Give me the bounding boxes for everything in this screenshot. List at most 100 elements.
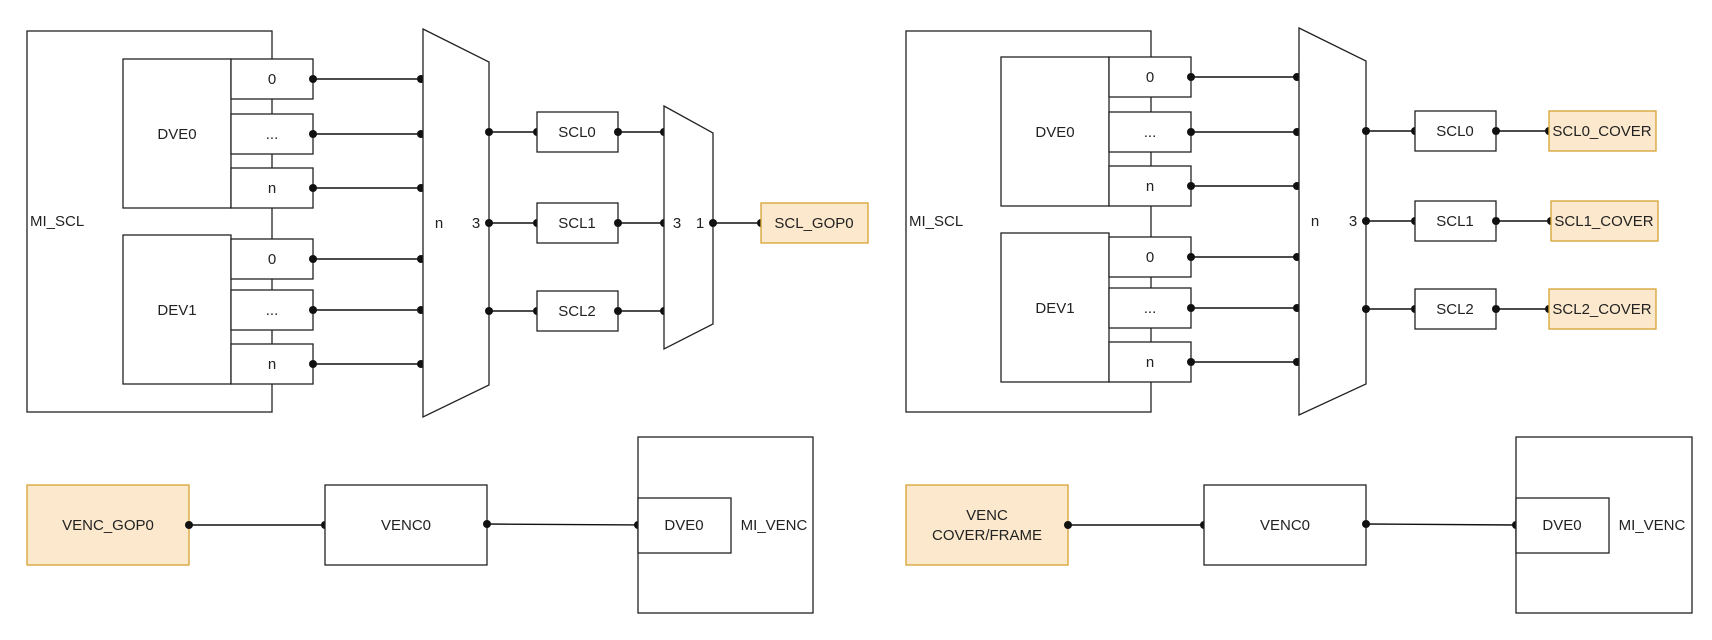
junction-dot (309, 130, 317, 138)
output-scl1-cover (1550, 200, 1659, 242)
port-box (1108, 287, 1192, 329)
junction-dot (1492, 217, 1500, 225)
junction-dot (309, 360, 317, 368)
port-label: 0 (1146, 69, 1154, 86)
scaler-scl2 (536, 290, 619, 332)
junction-dot (1362, 217, 1370, 225)
output-scl0-cover (1548, 110, 1657, 152)
port-label: ... (1144, 300, 1157, 317)
mux-in-label: n (435, 215, 443, 232)
group-dev1-label: DEV1 (1035, 300, 1074, 317)
junction-dot (614, 128, 622, 136)
junction-dot (1362, 127, 1370, 135)
port-box (1108, 56, 1192, 98)
port-label: n (268, 356, 276, 373)
wire (1365, 523, 1517, 526)
port-label: n (268, 180, 276, 197)
scaler-label: SCL1 (1436, 213, 1474, 230)
junction-dot (1187, 182, 1195, 190)
junction-dot (309, 75, 317, 83)
junction-dot (614, 307, 622, 315)
junction-dot (1187, 253, 1195, 261)
mux-trapezoid (1298, 26, 1367, 417)
port-label: ... (266, 126, 279, 143)
encoder-label: VENC0 (381, 517, 431, 534)
group-dev1-box (122, 234, 232, 385)
source-venc-gop0 (26, 484, 190, 566)
junction-dot (1187, 358, 1195, 366)
scaler-label: SCL2 (558, 303, 596, 320)
junction-dot (1064, 521, 1072, 529)
scaler-scl0 (1414, 110, 1497, 152)
port-box (230, 289, 314, 331)
junction-dot (1492, 127, 1500, 135)
port-box (230, 238, 314, 280)
junction-dot (1187, 128, 1195, 136)
port-label: ... (1144, 124, 1157, 141)
junction-dot (185, 521, 193, 529)
mux-out-label: 3 (1349, 213, 1357, 230)
encoder-venc0 (324, 484, 488, 566)
junction-dot (483, 520, 491, 528)
sink-inner-label: DVE0 (1542, 517, 1581, 534)
port-label: n (1146, 354, 1154, 371)
mi-venc-label: MI_VENC (741, 517, 808, 534)
port-label: 0 (1146, 249, 1154, 266)
sink-dve0-box (1515, 497, 1610, 554)
junction-dot (485, 219, 493, 227)
encoder-label: VENC0 (1260, 517, 1310, 534)
sink-dve0-box (637, 497, 732, 554)
port-box (230, 167, 314, 209)
group-dve0-label: DVE0 (1035, 124, 1074, 141)
mux-in-label: n (1311, 213, 1319, 230)
junction-dot (709, 219, 717, 227)
scaler-scl2 (1414, 288, 1497, 330)
port-label: 0 (268, 71, 276, 88)
mi-scl-label: MI_SCL (30, 213, 84, 230)
junction-dot (1187, 73, 1195, 81)
scaler-label: SCL0 (1436, 123, 1474, 140)
scaler-scl1 (1414, 200, 1497, 242)
port-label: n (1146, 178, 1154, 195)
port-box (1108, 111, 1192, 153)
group-dve0-box (122, 58, 232, 209)
diagram-right: MI_SCL DVE0 0 ... n DEV1 0 ... n (905, 26, 1693, 614)
scaler-label: SCL1 (558, 215, 596, 232)
port-box (230, 58, 314, 100)
scaler-scl1 (536, 202, 619, 244)
output-label: SCL_GOP0 (774, 215, 853, 232)
output-label: SCL0_COVER (1552, 123, 1651, 140)
port-box (230, 343, 314, 385)
mux-trapezoid (422, 27, 490, 419)
port-label: 0 (268, 251, 276, 268)
source-venc-cover-frame (905, 484, 1069, 566)
port-box (1108, 341, 1192, 383)
mi-venc-label: MI_VENC (1619, 517, 1686, 534)
junction-dot (1492, 305, 1500, 313)
diagram-left: MI_SCL DVE0 0 ... n DEV1 0 ... n (26, 27, 869, 614)
wire (486, 523, 639, 526)
junction-dot (1362, 520, 1370, 528)
sink-inner-label: DVE0 (664, 517, 703, 534)
source-label: VENC_GOP0 (62, 517, 154, 534)
group-dev1-label: DEV1 (157, 302, 196, 319)
scaler-label: SCL2 (1436, 301, 1474, 318)
merge-out-label: 1 (696, 215, 704, 232)
output-label: SCL2_COVER (1552, 301, 1651, 318)
junction-dot (614, 219, 622, 227)
junction-dot (309, 184, 317, 192)
mi-scl-label: MI_SCL (909, 213, 963, 230)
port-box (1108, 165, 1192, 207)
scaler-label: SCL0 (558, 124, 596, 141)
port-box (1108, 236, 1192, 278)
junction-dot (309, 255, 317, 263)
output-scl-gop0 (760, 202, 869, 244)
scaler-scl0 (536, 111, 619, 153)
junction-dot (1362, 305, 1370, 313)
output-scl2-cover (1548, 288, 1657, 330)
merge-trapezoid (663, 104, 714, 351)
mux-out-label: 3 (472, 215, 480, 232)
group-dev1-box (1000, 232, 1110, 383)
junction-dot (309, 306, 317, 314)
